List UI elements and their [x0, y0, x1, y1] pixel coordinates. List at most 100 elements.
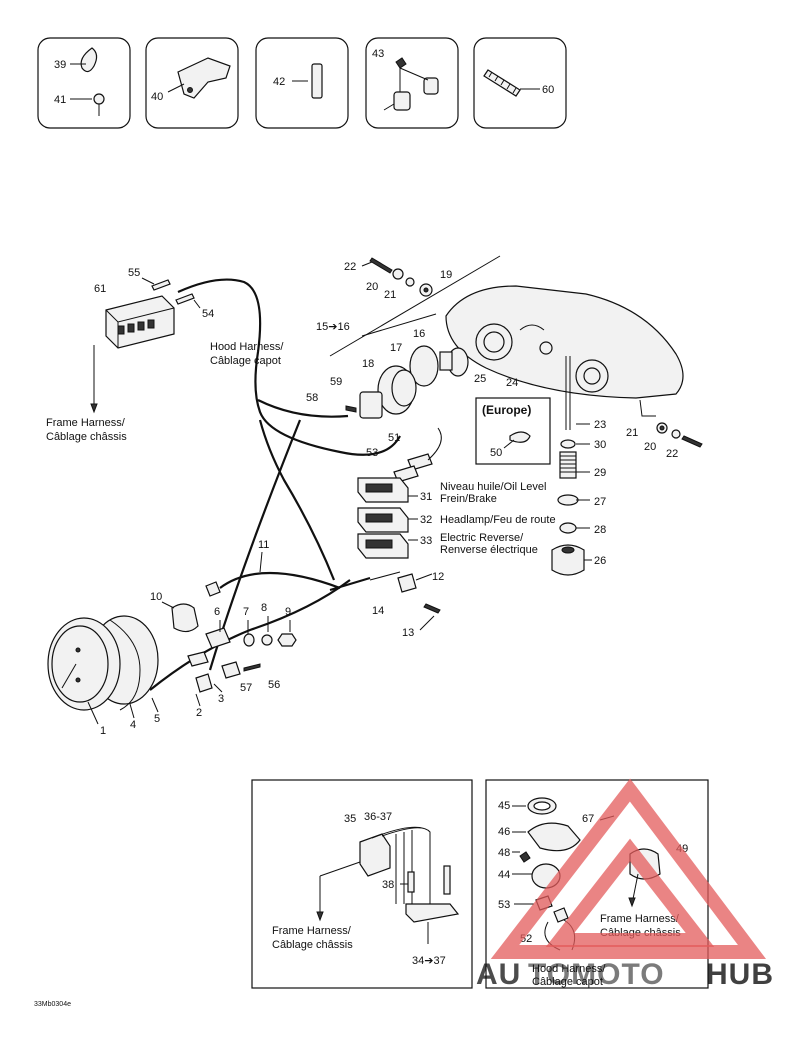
frame-harness-b-label-1: Frame Harness/	[272, 925, 352, 937]
frame-harness-label-1: Frame Harness/	[46, 417, 126, 429]
callout-44: 44	[498, 869, 510, 881]
detail-box-34-37	[251, 779, 473, 989]
oil-level-label-2: Frein/Brake	[440, 493, 497, 505]
callout-58: 58	[306, 392, 318, 404]
watermark-text-left: AU	[476, 958, 521, 991]
callout-18: 18	[362, 358, 374, 370]
drawing-code: 33Mb0304e	[34, 1001, 71, 1008]
callout-15-16: 15➔16	[316, 321, 350, 333]
callout-5: 5	[154, 713, 160, 725]
callout-41: 41	[54, 94, 66, 106]
callout-2: 2	[196, 707, 202, 719]
callout-31: 31	[420, 491, 432, 503]
europe-label: (Europe)	[482, 403, 531, 417]
callout-39: 39	[54, 59, 66, 71]
callout-19: 19	[440, 269, 452, 281]
callout-55: 55	[128, 267, 140, 279]
callout-28: 28	[594, 524, 606, 536]
hood-harness-label-1: Hood Harness/	[210, 341, 284, 353]
callout-24: 24	[506, 377, 518, 389]
callout-17: 17	[390, 342, 402, 354]
callout-27: 27	[594, 496, 606, 508]
part-61-connector-block	[90, 295, 175, 414]
callout-32: 32	[420, 514, 432, 526]
callout-7: 7	[243, 606, 249, 618]
europe-box	[475, 397, 551, 465]
callout-6: 6	[214, 606, 220, 618]
callout-53-main: 53	[366, 447, 378, 459]
headlamp-label: Headlamp/Feu de route	[440, 514, 556, 526]
callout-11: 11	[258, 539, 269, 551]
watermark-text-right: HUB	[706, 958, 774, 991]
callout-53-detail: 53	[498, 899, 510, 911]
callout-57: 57	[240, 682, 252, 694]
callout-43: 43	[372, 48, 384, 60]
hood-harness-c-label-2: Câblage capot	[532, 976, 603, 988]
gauge-cluster	[47, 571, 441, 711]
callout-46: 46	[498, 826, 510, 838]
callout-21-right: 21	[626, 427, 638, 439]
frame-harness-c-label-1: Frame Harness/	[600, 913, 680, 925]
callout-3: 3	[218, 693, 224, 705]
callout-67: 67	[582, 813, 594, 825]
callout-36-37: 36-37	[364, 811, 392, 823]
callout-60: 60	[542, 84, 554, 96]
adjustment-stack	[551, 356, 585, 576]
headlamp-housing	[445, 285, 684, 417]
callout-10: 10	[150, 591, 162, 603]
callout-21-top: 21	[384, 289, 396, 301]
watermark-logo: AU TOMOTO HUB	[476, 778, 774, 991]
detail-box-42	[255, 37, 349, 129]
callout-48: 48	[498, 847, 510, 859]
part-55-54	[141, 277, 201, 309]
switch-panel	[357, 427, 442, 559]
callout-14: 14	[372, 605, 384, 617]
fasteners-top	[361, 257, 433, 297]
callout-38: 38	[382, 879, 394, 891]
callout-25: 25	[474, 373, 486, 385]
callout-8: 8	[261, 602, 267, 614]
callout-56: 56	[268, 679, 280, 691]
callout-22-right: 22	[666, 448, 678, 460]
callout-30: 30	[594, 439, 606, 451]
callout-1: 1	[100, 725, 106, 737]
callout-51: 51	[388, 432, 400, 444]
detail-box-60	[473, 37, 567, 129]
callout-9: 9	[285, 606, 291, 618]
detail-box-40	[145, 37, 239, 129]
callout-61: 61	[94, 283, 106, 295]
callout-54: 54	[202, 308, 214, 320]
callout-23: 23	[594, 419, 606, 431]
hood-harness-label-2: Câblage capot	[210, 355, 281, 367]
hood-harness-c-label-1: Hood Harness/	[532, 963, 606, 975]
callout-35: 35	[344, 813, 356, 825]
detail-box-43	[365, 37, 459, 129]
group-outline-15-16	[329, 255, 501, 357]
electric-reverse-label-1: Electric Reverse/	[440, 532, 524, 544]
callout-45: 45	[498, 800, 510, 812]
callout-20-top: 20	[366, 281, 378, 293]
callout-29: 29	[594, 467, 606, 479]
group-outline-15-16b	[361, 313, 437, 337]
callout-22-top: 22	[344, 261, 356, 273]
callout-12: 12	[432, 571, 444, 583]
frame-harness-b-label-2: Câblage châssis	[272, 939, 353, 951]
callout-42: 42	[273, 76, 285, 88]
frame-harness-label-2: Câblage châssis	[46, 431, 127, 443]
callout-16: 16	[413, 328, 425, 340]
callout-4: 4	[130, 719, 136, 731]
callout-50: 50	[490, 447, 502, 459]
callout-59: 59	[330, 376, 342, 388]
callout-13: 13	[402, 627, 414, 639]
callout-26: 26	[594, 555, 606, 567]
watermark-text-mid: TOMOTO	[528, 958, 665, 991]
callout-34-37: 34➔37	[412, 955, 446, 967]
bulb-and-socket	[345, 345, 469, 419]
callout-33: 33	[420, 535, 432, 547]
fasteners-right	[656, 422, 703, 448]
detail-box-39-41	[37, 37, 131, 129]
oil-level-label-1: Niveau huile/Oil Level	[440, 481, 546, 493]
electric-reverse-label-2: Renverse électrique	[440, 544, 538, 556]
callout-20-right: 20	[644, 441, 656, 453]
